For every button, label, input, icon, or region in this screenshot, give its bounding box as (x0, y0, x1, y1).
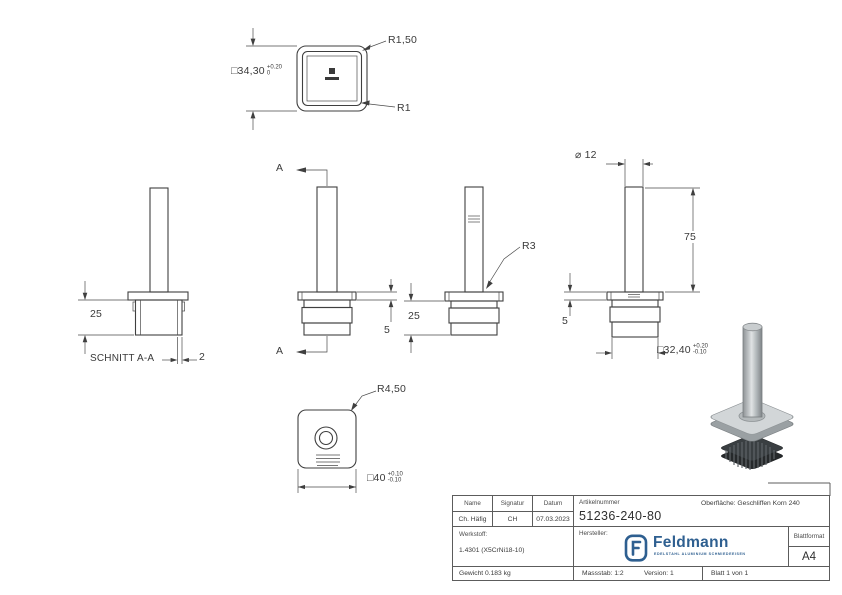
article-number: 51236-240-80 (579, 509, 662, 523)
dim-label-r3: R3 (522, 240, 536, 252)
dim-label-r1-50: R1,50 (388, 34, 418, 46)
sheet-format-label-cell: Blattformat (788, 526, 830, 547)
scale-value: Massstab: 1:2 (582, 570, 624, 577)
date-value-cell: 07.03.2023 (532, 511, 574, 527)
material-value: 1.4301 (X5CrNi18-10) (459, 547, 525, 554)
section-view-title: SCHNITT A-A (90, 353, 155, 364)
dim-label-25-section: 25 (90, 308, 103, 320)
name-value-cell: Ch. Häfig (452, 511, 493, 527)
dim-label-diameter-12: ⌀ 12 (575, 149, 597, 161)
dim-label-wall-2: 2 (199, 351, 206, 363)
page-frame-corner (768, 482, 831, 496)
sheet-format-value-cell: A4 (788, 546, 830, 567)
dim-label-r1: R1 (397, 102, 411, 114)
dim-label-square-40: □40+0.10-0.10 (367, 471, 403, 484)
article-label: Artikelnummer (579, 499, 620, 506)
surface-finish: Oberfläche: Geschliffen Korn 240 (701, 500, 800, 507)
dim-label-square-32-40: □32,40+0.20-0.10 (657, 343, 709, 356)
brand-tagline: EDELSTAHL ALUMINIUM SCHMIEDEEISEN (654, 552, 746, 556)
dimensioned-side-view (564, 159, 700, 359)
material-cell: Werkstoff: 1.4301 (X5CrNi18-10) (452, 526, 574, 567)
sheet-number-cell: Blatt 1 von 1 (702, 566, 830, 581)
date-label-cell: Datum (532, 495, 574, 512)
scale-version-cell: Massstab: 1:2 Version: 1 (573, 566, 703, 581)
engraved-logo-mark (325, 68, 339, 80)
dim-label-25-side: 25 (408, 310, 421, 322)
section-marker-a-top: A (276, 162, 284, 174)
dim-label-r4-50: R4,50 (377, 383, 407, 395)
sheet-number-value: Blatt 1 von 1 (711, 570, 749, 577)
dim-label-5-front: 5 (384, 324, 391, 336)
weight-value: Gewicht 0.183 kg (459, 570, 511, 577)
dim-label-5-flange: 5 (562, 315, 569, 327)
dim-label-length-75: 75 (682, 231, 699, 243)
bottom-view (297, 390, 377, 493)
signature-value-cell: CH (492, 511, 533, 527)
version-value: Version: 1 (644, 570, 674, 577)
name-label-cell: Name (452, 495, 493, 512)
manufacturer-label: Hersteller: (579, 530, 608, 537)
signature-label-cell: Signatur (492, 495, 533, 512)
side-view-r3 (404, 186, 521, 353)
top-view (246, 28, 396, 130)
article-cell: Artikelnummer 51236-240-80 Oberfläche: G… (573, 495, 830, 527)
section-marker-a-bottom: A (276, 345, 284, 357)
weight-cell: Gewicht 0.183 kg (452, 566, 574, 581)
front-view (296, 167, 397, 355)
brand-name: Feldmann (653, 534, 729, 551)
title-block: Name Signatur Datum Ch. Häfig CH 07.03.2… (452, 495, 830, 581)
iso-render (710, 322, 794, 470)
material-label: Werkstoff: (459, 531, 488, 538)
section-view-a-a (78, 187, 197, 364)
